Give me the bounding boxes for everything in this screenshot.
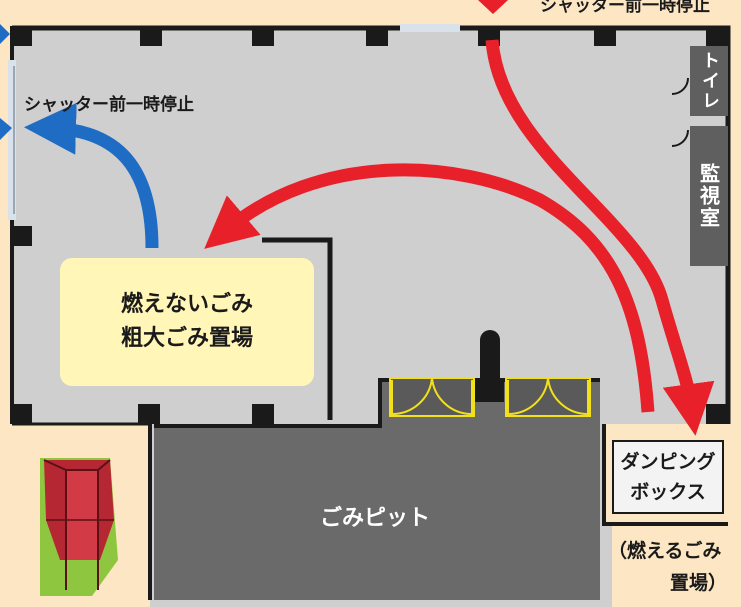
crane-post [480, 330, 500, 390]
burnable-label-1: （燃えるごみ [608, 540, 722, 562]
shutter-stop-label-top: シャッター前一時停止 [540, 0, 710, 16]
right-lower-wall [602, 424, 728, 526]
pit-area [154, 380, 600, 600]
route-nonburnable-arrow [204, 163, 655, 413]
exit-arrowhead-top [0, 24, 10, 44]
dumping-label-1: ダンピング [620, 451, 716, 473]
partition-wall [262, 237, 333, 420]
entry-arrowhead [478, 0, 508, 14]
monitor-room-label: 監視室 [696, 163, 721, 229]
monitor-room [690, 126, 728, 266]
crane-hopper [40, 458, 118, 596]
burnable-label-2: 置場） [670, 572, 728, 594]
toilet-label: トイレ [699, 51, 720, 111]
nonburnable-area: 燃えないごみ 粗大ごみ置場 [60, 258, 314, 386]
dumping-label-2: ボックス [630, 481, 706, 503]
route-exit-arrow [24, 102, 159, 249]
nonburnable-label-1: 燃えないごみ [120, 292, 253, 317]
exit-arrowhead-left [0, 118, 12, 140]
toilet-room [690, 46, 728, 116]
nonburnable-label-2: 粗大ごみ置場 [120, 326, 253, 351]
shutter-stop-label-left: シャッター前一時停止 [24, 95, 194, 115]
doors [389, 377, 591, 417]
shutter-gap-top [400, 24, 460, 32]
pillars [10, 26, 730, 424]
route-entry-arrow [485, 39, 715, 436]
shutter-gap-left [8, 60, 16, 220]
dumping-box: ダンピング ボックス [612, 440, 724, 514]
pit-label: ごみピット [320, 506, 431, 531]
